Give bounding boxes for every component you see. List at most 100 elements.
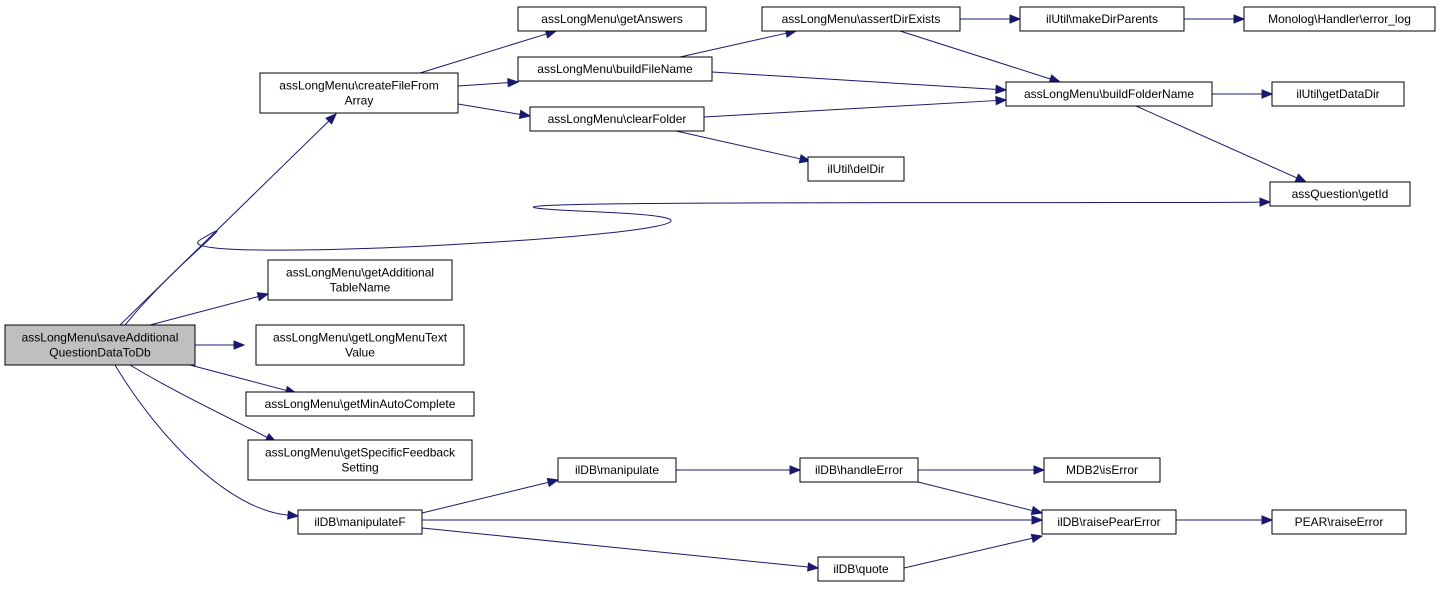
node-clearFolder[interactable]: assLongMenu\clearFolder <box>529 106 705 132</box>
node-label-line: ilDB\quote <box>833 562 889 576</box>
node-label-line: QuestionDataToDb <box>49 346 151 360</box>
node-box[interactable] <box>259 72 459 114</box>
node-box[interactable] <box>1005 81 1213 107</box>
node-buildFolderName[interactable]: assLongMenu\buildFolderName <box>1005 81 1213 107</box>
node-box[interactable] <box>517 56 713 82</box>
node-box[interactable] <box>297 509 423 535</box>
edge-buildFileName-to-assertDirExists <box>679 28 798 58</box>
arrowhead-icon <box>287 510 300 520</box>
edge-root-to-createFileFromArray <box>119 113 337 326</box>
nodes-layer: assLongMenu\saveAdditionalQuestionDataTo… <box>4 6 1436 582</box>
node-box[interactable] <box>1269 181 1411 207</box>
node-delDir[interactable]: ilUtil\delDir <box>807 156 905 182</box>
arrowhead-icon <box>1009 14 1022 24</box>
edges-layer <box>114 14 1308 572</box>
edge-createFileFromArray-to-clearFolder <box>457 103 532 119</box>
node-box[interactable] <box>1271 509 1407 535</box>
node-label-line: assLongMenu\getAdditional <box>286 266 434 280</box>
node-getDataDir[interactable]: ilUtil\getDataDir <box>1271 81 1405 107</box>
node-box[interactable] <box>255 324 465 366</box>
edge-line <box>129 364 268 438</box>
arrowhead-icon <box>1030 533 1044 543</box>
edge-clearFolder-to-buildFolderName <box>703 95 1008 118</box>
arrowhead-icon <box>1261 515 1274 525</box>
arrowhead-icon <box>325 113 337 125</box>
node-raisePearError[interactable]: ilDB\raisePearError <box>1041 509 1177 535</box>
node-box[interactable] <box>807 156 905 182</box>
node-label-line: Setting <box>341 461 378 475</box>
node-box[interactable] <box>1043 457 1161 483</box>
node-box[interactable] <box>557 457 677 483</box>
edge-line <box>421 527 809 568</box>
node-getAnswers[interactable]: assLongMenu\getAnswers <box>517 6 707 32</box>
node-label-line: assLongMenu\getMinAutoComplete <box>265 397 456 411</box>
node-label-line: ilDB\manipulate <box>575 463 659 477</box>
node-buildFileName[interactable]: assLongMenu\buildFileName <box>517 56 713 82</box>
node-box[interactable] <box>267 259 453 301</box>
node-getId[interactable]: assQuestion\getId <box>1269 181 1411 207</box>
edge-manipulateF-to-quote <box>421 527 820 572</box>
node-assertDirExists[interactable]: assLongMenu\assertDirExists <box>761 6 961 32</box>
edge-assertDirExists-to-buildFolderName <box>899 30 1062 84</box>
arrowhead-icon <box>233 340 246 350</box>
arrowhead-icon <box>1261 89 1274 99</box>
node-box[interactable] <box>1041 509 1177 535</box>
node-quote[interactable]: ilDB\quote <box>817 556 905 582</box>
node-root[interactable]: assLongMenu\saveAdditionalQuestionDataTo… <box>4 324 196 366</box>
edge-line <box>457 103 521 115</box>
edge-line <box>917 481 1033 512</box>
node-box[interactable] <box>1019 6 1185 32</box>
arrowhead-icon <box>995 95 1008 106</box>
node-box[interactable] <box>4 324 196 366</box>
arrowhead-icon <box>1233 14 1246 24</box>
edge-line <box>1135 105 1298 179</box>
node-box[interactable] <box>247 439 473 481</box>
edge-line <box>899 30 1051 80</box>
edge-buildFolderName-to-getId <box>1135 105 1308 183</box>
node-manipulate[interactable]: ilDB\manipulate <box>557 457 677 483</box>
node-box[interactable] <box>517 6 707 32</box>
node-label-line: Value <box>345 346 375 360</box>
edge-root-to-manipulateF <box>114 364 300 520</box>
edge-createFileFromArray-to-buildFileName <box>457 77 520 88</box>
arrowhead-icon <box>1030 505 1044 516</box>
arrowhead-icon <box>507 77 520 88</box>
node-box[interactable] <box>817 556 905 582</box>
arrowhead-icon <box>789 465 802 475</box>
edge-line <box>679 32 787 58</box>
node-getMinAutoComplete[interactable]: assLongMenu\getMinAutoComplete <box>245 391 475 417</box>
edge-manipulate-to-handleError <box>676 465 802 475</box>
node-box[interactable] <box>1243 6 1436 32</box>
node-box[interactable] <box>761 6 961 32</box>
node-box[interactable] <box>1271 81 1405 107</box>
edge-line <box>421 481 549 514</box>
edge-root-to-getId <box>124 197 1272 326</box>
edge-line <box>124 201 1261 326</box>
edge-line <box>703 100 997 118</box>
node-manipulateF[interactable]: ilDB\manipulateF <box>297 509 423 535</box>
node-label-line: ilUtil\delDir <box>827 162 884 176</box>
arrowhead-icon <box>798 154 812 164</box>
node-label-line: TableName <box>330 281 391 295</box>
edge-root-to-getAdditionalTableName <box>149 292 270 326</box>
node-label-line: ilUtil\makeDirParents <box>1046 12 1158 26</box>
node-box[interactable] <box>529 106 705 132</box>
node-isError[interactable]: MDB2\isError <box>1043 457 1161 483</box>
edge-line <box>903 537 1033 569</box>
edge-makeDirParents-to-errorLog <box>1184 14 1246 24</box>
node-makeDirParents[interactable]: ilUtil\makeDirParents <box>1019 6 1185 32</box>
arrowhead-icon <box>995 84 1008 95</box>
node-label-line: assLongMenu\createFileFrom <box>279 79 438 93</box>
node-raiseError[interactable]: PEAR\raiseError <box>1271 509 1407 535</box>
edge-buildFolderName-to-getDataDir <box>1212 89 1274 99</box>
node-errorLog[interactable]: Monolog\Handler\error_log <box>1243 6 1436 32</box>
node-box[interactable] <box>799 457 919 483</box>
node-label-line: PEAR\raiseError <box>1295 515 1384 529</box>
node-box[interactable] <box>245 391 475 417</box>
node-handleError[interactable]: ilDB\handleError <box>799 457 919 483</box>
